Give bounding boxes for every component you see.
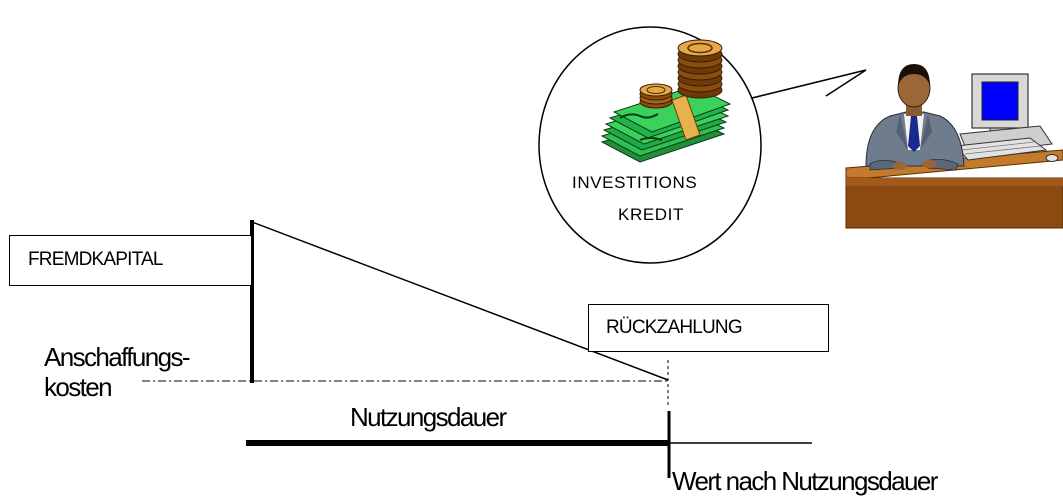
bubble-text-kredit: KREDIT (618, 205, 684, 224)
businessman-icon (865, 64, 965, 171)
computer-icon (955, 73, 1059, 162)
money-icon (600, 83, 732, 163)
rueckzahlung-box: RÜCKZAHLUNG (588, 304, 829, 352)
fremdkapital-box: FREMDKAPITAL (9, 235, 252, 286)
anschaffungskosten-label-line1: Anschaffungs- (44, 342, 191, 372)
bubble-text-investitions: INVESTITIONS (572, 173, 698, 192)
bubble-tail-lower (825, 69, 867, 97)
fremdkapital-label: FREMDKAPITAL (28, 249, 163, 270)
nutzungsdauer-label: Nutzungsdauer (350, 402, 507, 432)
coins-icon (677, 39, 723, 99)
bubble-tail-upper (751, 69, 867, 99)
depreciation-line (251, 221, 669, 381)
wert-nach-nutzungsdauer-label: Wert nach Nutzungsdauer (672, 466, 938, 496)
rueckzahlung-label: RÜCKZAHLUNG (606, 317, 743, 338)
desk-icon (845, 149, 1063, 229)
anschaffungskosten-label-line2: kosten (44, 372, 113, 402)
